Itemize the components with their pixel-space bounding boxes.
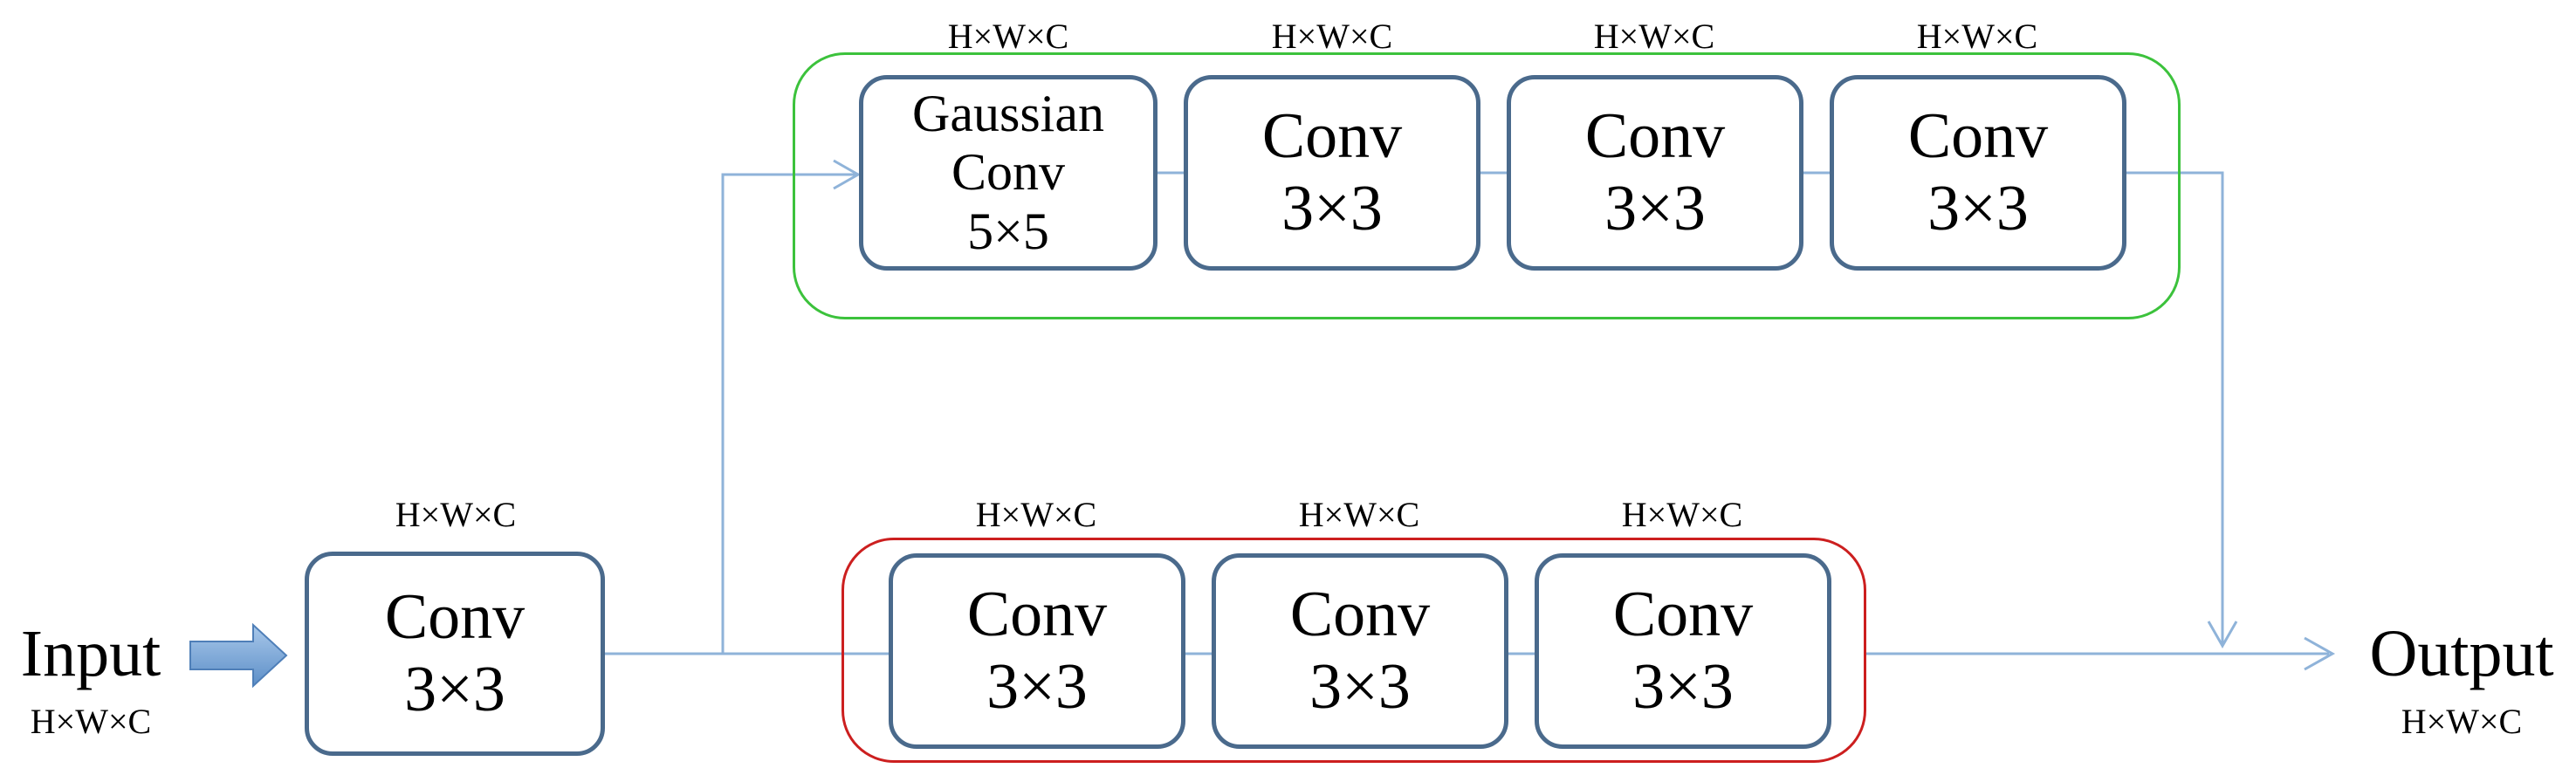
top-block-dims: H×W×C: [947, 17, 1069, 56]
top-branch-group: [793, 52, 2181, 319]
top-block-dims: H×W×C: [1271, 17, 1393, 56]
block-kernel: 3×3: [1281, 173, 1383, 244]
block-kernel: 3×3: [1604, 173, 1706, 244]
first-conv-block: Conv 3×3: [305, 552, 605, 756]
bottom-conv-block: Conv 3×3: [1535, 553, 1831, 749]
block-label: Conv: [1612, 579, 1754, 651]
top-conv-block: Conv 3×3: [1507, 75, 1803, 271]
block-kernel: 3×3: [404, 654, 505, 725]
input-label: Input: [20, 617, 161, 690]
output-dims: H×W×C: [2401, 702, 2523, 741]
bottom-block-dims: H×W×C: [1621, 495, 1743, 534]
input-dims: H×W×C: [30, 702, 152, 741]
bottom-conv-block: Conv 3×3: [1212, 553, 1508, 749]
block-label: Conv: [1289, 579, 1431, 651]
block-label: Conv: [1584, 100, 1726, 173]
block-label: Conv: [966, 579, 1108, 651]
block-kernel: 3×3: [1927, 173, 2029, 244]
block-kernel: 3×3: [1632, 651, 1734, 723]
bottom-block-dims: H×W×C: [1298, 495, 1420, 534]
block-kernel: 5×5: [967, 202, 1049, 260]
top-block-dims: H×W×C: [1593, 17, 1715, 56]
block-kernel: 3×3: [1309, 651, 1411, 723]
branch-up-arrowhead: [833, 159, 862, 190]
block-label: Conv: [951, 143, 1066, 202]
branch-up-line: [721, 173, 855, 654]
block-label: Conv: [1907, 100, 2049, 173]
block-label: Gaussian: [912, 85, 1104, 143]
output-label: Output: [2369, 617, 2554, 690]
block-label: Conv: [1261, 100, 1403, 173]
first-block-dims: H×W×C: [395, 495, 517, 534]
top-conv-block: Conv 3×3: [1184, 75, 1480, 271]
bottom-branch-group: [841, 538, 1866, 763]
block-label: Conv: [384, 581, 526, 654]
branch-down-arrowhead: [2207, 621, 2238, 649]
bottom-conv-block: Conv 3×3: [889, 553, 1185, 749]
top-conv-block: Conv 3×3: [1830, 75, 2126, 271]
output-arrowhead: [2304, 636, 2336, 671]
block-kernel: 3×3: [986, 651, 1088, 723]
input-arrow: [189, 622, 288, 689]
top-block-dims: H×W×C: [1916, 17, 2038, 56]
branch-down-line: [2126, 171, 2224, 644]
gaussian-conv-block: Gaussian Conv 5×5: [859, 75, 1157, 271]
bottom-block-dims: H×W×C: [975, 495, 1097, 534]
